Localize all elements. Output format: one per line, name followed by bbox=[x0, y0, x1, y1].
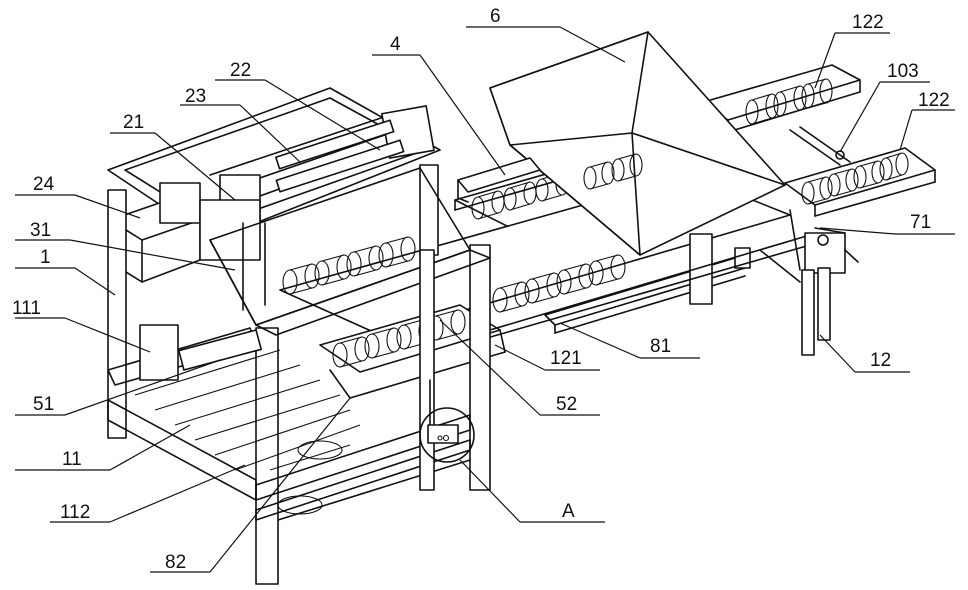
label-21: 21 bbox=[123, 112, 144, 133]
label-82: 82 bbox=[165, 552, 186, 573]
label-6: 6 bbox=[490, 6, 501, 27]
label-A: A bbox=[562, 501, 575, 522]
label-51: 51 bbox=[33, 394, 54, 415]
label-11: 11 bbox=[62, 449, 82, 470]
label-52: 52 bbox=[556, 394, 577, 415]
label-23: 23 bbox=[185, 86, 206, 107]
label-1: 1 bbox=[40, 247, 51, 268]
motor-assembly bbox=[805, 228, 858, 273]
label-22: 22 bbox=[230, 60, 251, 81]
label-122-right: 122 bbox=[918, 90, 950, 111]
label-31: 31 bbox=[30, 220, 51, 241]
label-24: 24 bbox=[33, 174, 55, 195]
right-legs bbox=[760, 210, 830, 355]
label-112: 112 bbox=[60, 502, 90, 523]
label-121: 121 bbox=[550, 348, 582, 369]
label-4: 4 bbox=[390, 34, 401, 55]
label-122-top: 122 bbox=[852, 12, 884, 33]
label-103: 103 bbox=[887, 61, 919, 82]
left-frame bbox=[108, 88, 490, 584]
label-81: 81 bbox=[650, 336, 671, 357]
label-12: 12 bbox=[870, 350, 891, 371]
label-111: 111 bbox=[12, 298, 41, 319]
side-roller-conveyor bbox=[785, 127, 935, 216]
label-71: 71 bbox=[910, 212, 931, 233]
